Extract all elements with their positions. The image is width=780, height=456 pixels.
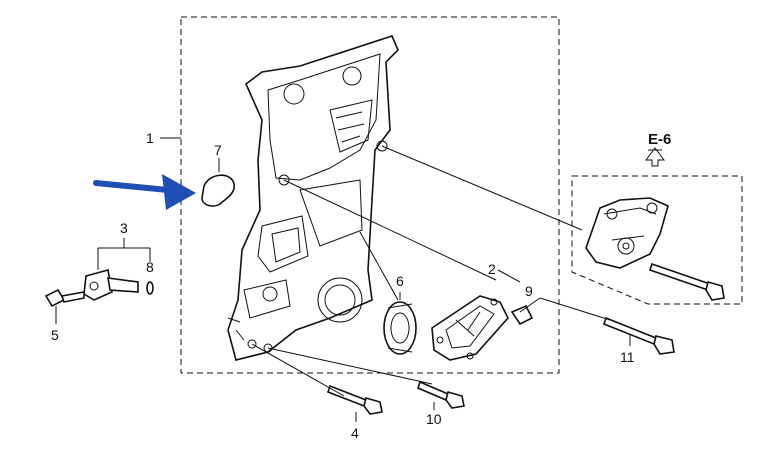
callout-2: 2 xyxy=(488,261,496,277)
svg-text:6: 6 xyxy=(396,273,404,289)
timing-chain-cover xyxy=(227,35,399,361)
bracket-bolt xyxy=(648,262,725,301)
reference-frame xyxy=(571,175,743,305)
svg-text:5: 5 xyxy=(51,327,59,343)
svg-text:8: 8 xyxy=(146,259,154,275)
svg-text:2: 2 xyxy=(488,261,496,277)
callout-5: 5 xyxy=(51,306,59,343)
leader-lines xyxy=(251,145,611,397)
svg-text:11: 11 xyxy=(620,349,635,365)
mount-bracket xyxy=(585,197,669,269)
svg-text:9: 9 xyxy=(525,283,533,299)
reference-label: E-6 xyxy=(645,131,671,167)
long-bolt-10 xyxy=(417,380,465,409)
cover-bolt xyxy=(510,304,534,326)
callout-9: 9 xyxy=(525,283,533,299)
callout-6: 6 xyxy=(396,273,404,300)
cover-plate xyxy=(431,295,509,361)
sensor-bolt xyxy=(44,288,85,308)
o-ring-seal xyxy=(201,174,235,207)
callout-1: 1 xyxy=(146,130,181,146)
oil-seal xyxy=(383,301,417,355)
long-bolt-11 xyxy=(603,316,675,355)
svg-text:7: 7 xyxy=(214,142,222,158)
callout-8: 8 xyxy=(146,259,154,275)
svg-text:10: 10 xyxy=(426,411,442,427)
svg-text:1: 1 xyxy=(146,130,154,146)
svg-text:3: 3 xyxy=(120,220,128,236)
callout-7: 7 xyxy=(214,142,222,172)
callout-10: 10 xyxy=(426,402,442,427)
callout-4: 4 xyxy=(351,412,359,441)
sensor-o-ring xyxy=(146,281,154,295)
highlight-arrow xyxy=(93,174,196,210)
position-sensor xyxy=(83,268,139,301)
callout-11: 11 xyxy=(620,334,635,365)
callout-3: 3 xyxy=(97,220,151,270)
long-bolt-4 xyxy=(327,384,383,415)
svg-text:4: 4 xyxy=(351,425,359,441)
svg-text:E-6: E-6 xyxy=(648,131,671,148)
